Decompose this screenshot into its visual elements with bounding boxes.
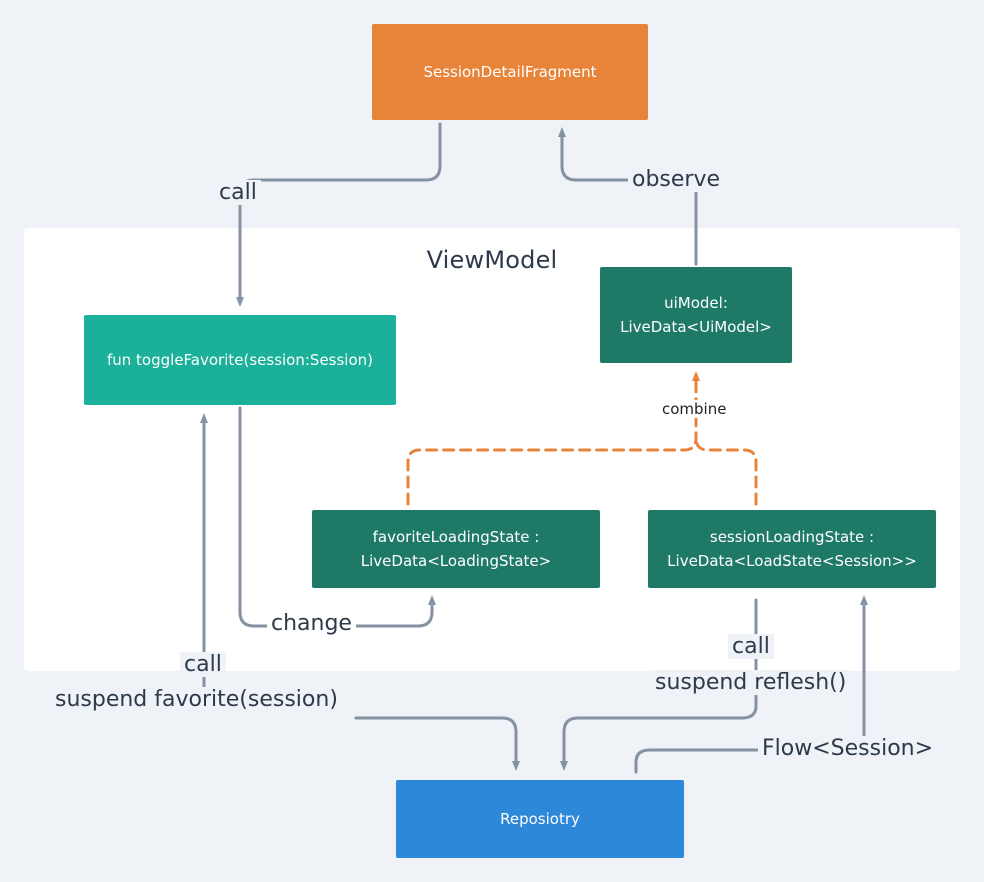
edge-label-call-left: call [180, 652, 226, 677]
node-label-line1: uiModel: [664, 294, 728, 312]
edge-label-change: change [267, 611, 356, 636]
edge-label-observe: observe [628, 167, 725, 192]
node-label-line2: LiveData<LoadState<Session>> [667, 552, 917, 570]
edge-label-combine: combine [658, 400, 731, 418]
node-label: Reposiotry [500, 810, 580, 828]
edge-label-suspend-favorite: suspend favorite(session) [51, 687, 342, 712]
edge-favorite-to-repo [354, 716, 520, 771]
viewmodel-title: ViewModel [426, 246, 558, 274]
edge-label-call-right: call [728, 634, 774, 659]
node-label: fun toggleFavorite(session:Session) [106, 351, 373, 369]
edge-label-suspend-reflesh: suspend reflesh() [651, 670, 851, 695]
node-label-line1: sessionLoadingState : [709, 528, 875, 546]
favorite-loading-state-node: favoriteLoadingState : LiveData<LoadingS… [312, 510, 600, 588]
session-loading-state-node: sessionLoadingState : LiveData<LoadState… [648, 510, 936, 588]
edge-label-flow-session: Flow<Session> [758, 736, 938, 761]
node-label-line2: LiveData<LoadingState> [360, 552, 552, 570]
ui-model-node: uiModel: LiveData<UiModel> [600, 267, 792, 363]
toggle-favorite-node: fun toggleFavorite(session:Session) [84, 315, 396, 405]
node-label-line1: favoriteLoadingState : [372, 528, 540, 546]
node-label-line2: LiveData<UiModel> [620, 318, 772, 336]
node-label: SessionDetailFragment [423, 63, 597, 81]
viewmodel-panel [24, 228, 960, 671]
edge-label-call-top: call [215, 180, 261, 205]
session-detail-fragment-node: SessionDetailFragment [372, 24, 648, 120]
repository-node: Reposiotry [396, 780, 684, 858]
